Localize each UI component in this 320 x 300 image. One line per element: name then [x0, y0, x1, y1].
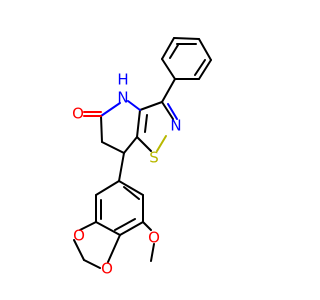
- bond: [83, 259, 101, 269]
- bond: [127, 100, 141, 111]
- bond: [161, 58, 176, 80]
- bond: [118, 180, 144, 196]
- bond: [114, 218, 136, 231]
- bond: [173, 37, 200, 40]
- bond: [136, 109, 141, 138]
- bond: [95, 180, 120, 196]
- bond: [100, 115, 103, 143]
- bond: [161, 101, 174, 120]
- bond: [139, 101, 163, 111]
- o-atom: O: [101, 260, 113, 278]
- bond: [136, 136, 152, 152]
- o-atom: O: [73, 227, 85, 245]
- bond: [119, 221, 144, 236]
- bond: [142, 221, 152, 231]
- bond: [79, 221, 97, 231]
- bond: [156, 135, 167, 152]
- o-atom: O: [148, 229, 160, 247]
- bond: [100, 102, 121, 117]
- s-atom: S: [149, 149, 159, 167]
- bond: [118, 152, 125, 182]
- n-atom: N: [117, 89, 128, 107]
- bond: [101, 141, 125, 154]
- h-atom: H: [117, 71, 128, 89]
- bond: [194, 59, 206, 76]
- bond: [150, 243, 155, 262]
- o-atom: O: [72, 105, 84, 123]
- bond: [198, 38, 212, 61]
- bond: [95, 221, 121, 236]
- bond: [198, 59, 212, 80]
- bond: [123, 186, 140, 200]
- bond: [161, 78, 176, 103]
- bond: [169, 44, 179, 59]
- bond: [73, 239, 85, 261]
- bond: [123, 136, 138, 154]
- bond-layer: [73, 37, 212, 269]
- bond: [167, 103, 178, 120]
- n-atom: N: [170, 117, 181, 135]
- bond: [161, 37, 175, 60]
- bond: [144, 114, 148, 133]
- bond: [107, 234, 121, 263]
